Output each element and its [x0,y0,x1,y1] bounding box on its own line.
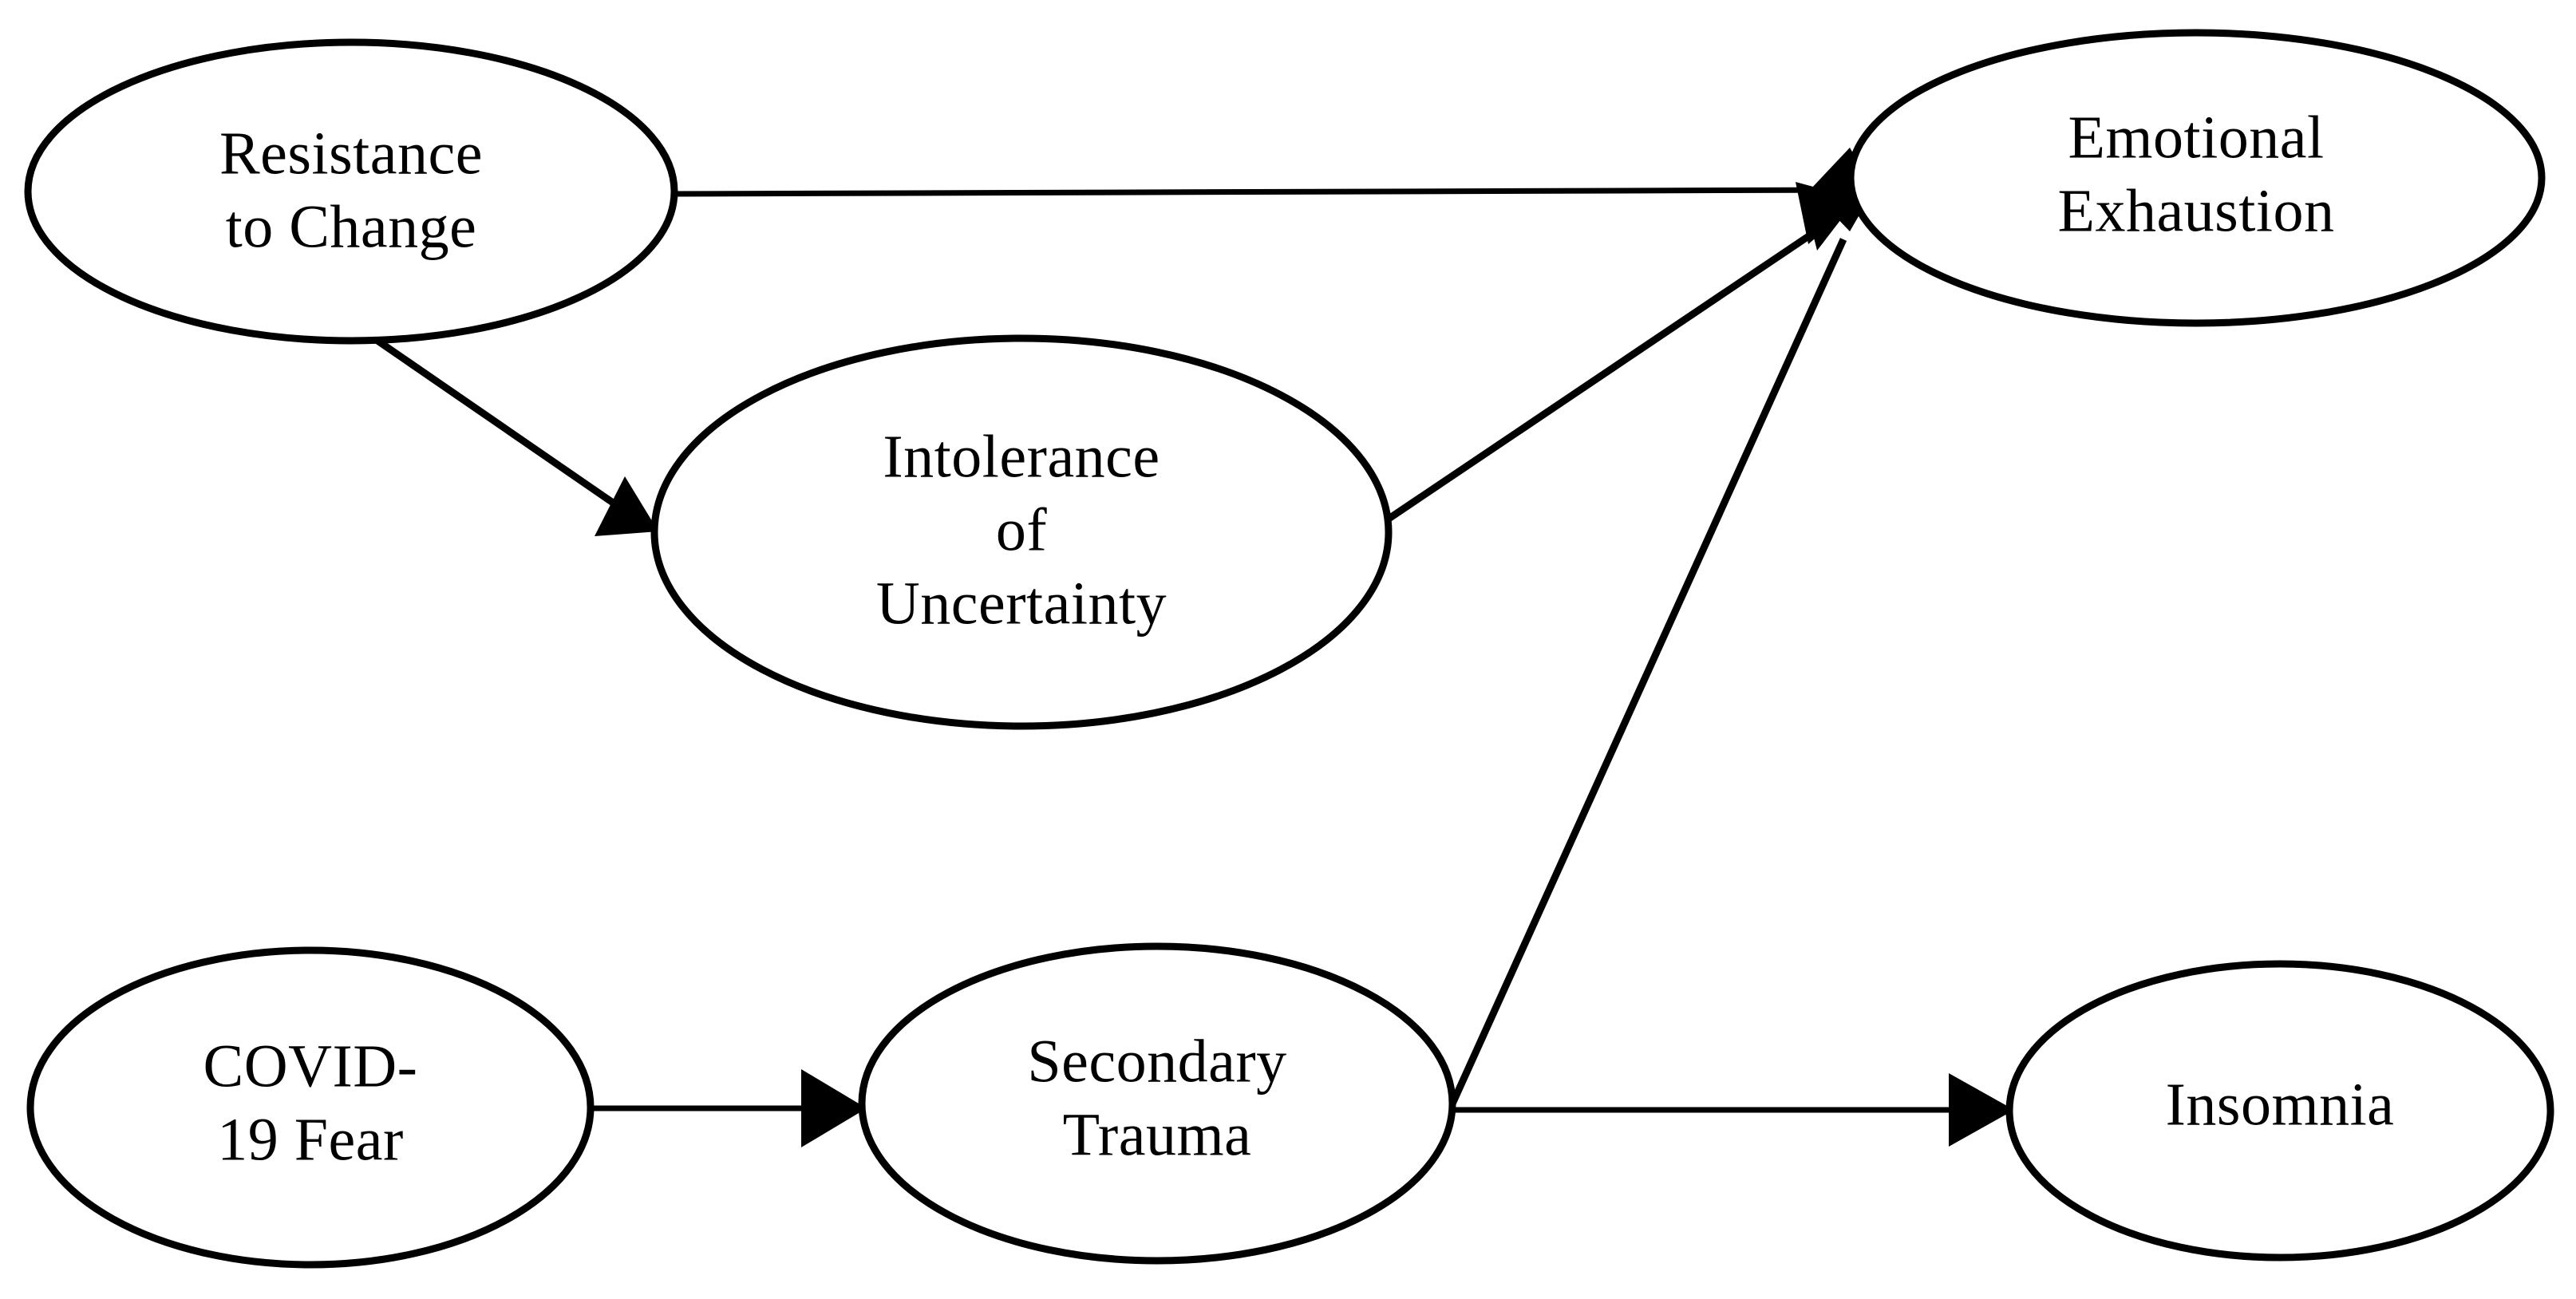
arrow-head-secondary-insomnia [1949,1073,2014,1147]
node-secondary-trauma[interactable]: Secondary Trauma [858,942,1456,1265]
arrow-head-covid-secondary [801,1069,867,1147]
node-insomnia[interactable]: Insomnia [2005,960,2554,1261]
label-covid-line1: COVID- [203,1032,418,1100]
label-intolerance-line3: Uncertainty [876,570,1167,637]
label-intolerance-line2: of [996,496,1048,563]
label-emotional-line1: Emotional [2068,104,2324,171]
edge-secondary-trauma-to-insomnia [1446,1073,2014,1147]
label-intolerance-line1: Intolerance [883,423,1160,490]
ellipse-resistance-to-change[interactable] [24,38,678,345]
edge-line-resistance-emotional [670,187,1851,197]
label-secondary-line1: Secondary [1027,1028,1286,1095]
node-emotional-exhaustion[interactable]: Emotional Exhaustion [1847,29,2546,327]
ellipse-emotional-exhaustion[interactable] [1847,29,2546,327]
ellipse-covid-19-fear[interactable] [26,946,595,1269]
label-resistance-line2: to Change [226,193,477,260]
ellipse-insomnia[interactable] [2005,960,2554,1261]
label-insomnia-line1: Insomnia [2166,1071,2395,1138]
node-intolerance-of-uncertainty[interactable]: Intolerance of Uncertainty [650,334,1393,730]
edge-line-intolerance-emotional [1369,211,1844,534]
edge-resistance-to-emotional-exhaustion [670,148,1874,231]
label-emotional-line2: Exhaustion [2058,177,2335,244]
ellipse-secondary-trauma[interactable] [858,942,1456,1265]
node-covid-19-fear[interactable]: COVID- 19 Fear [26,946,595,1269]
arrow-head-secondary-emotional [1796,182,1860,244]
arrow-head-resistance-intolerance [595,476,658,536]
edge-covid-fear-to-secondary-trauma [581,1069,867,1147]
edge-secondary-trauma-to-emotional-exhaustion [1446,182,1860,1111]
label-covid-line2: 19 Fear [217,1106,404,1173]
label-secondary-line2: Trauma [1063,1101,1252,1168]
edge-line-resistance-intolerance [367,332,641,523]
edge-line-secondary-emotional [1446,238,1847,1111]
node-resistance-to-change[interactable]: Resistance to Change [24,38,678,345]
edge-resistance-to-intolerance [367,332,658,536]
label-resistance-line1: Resistance [219,120,483,187]
ellipse-intolerance-of-uncertainty[interactable] [650,334,1393,730]
